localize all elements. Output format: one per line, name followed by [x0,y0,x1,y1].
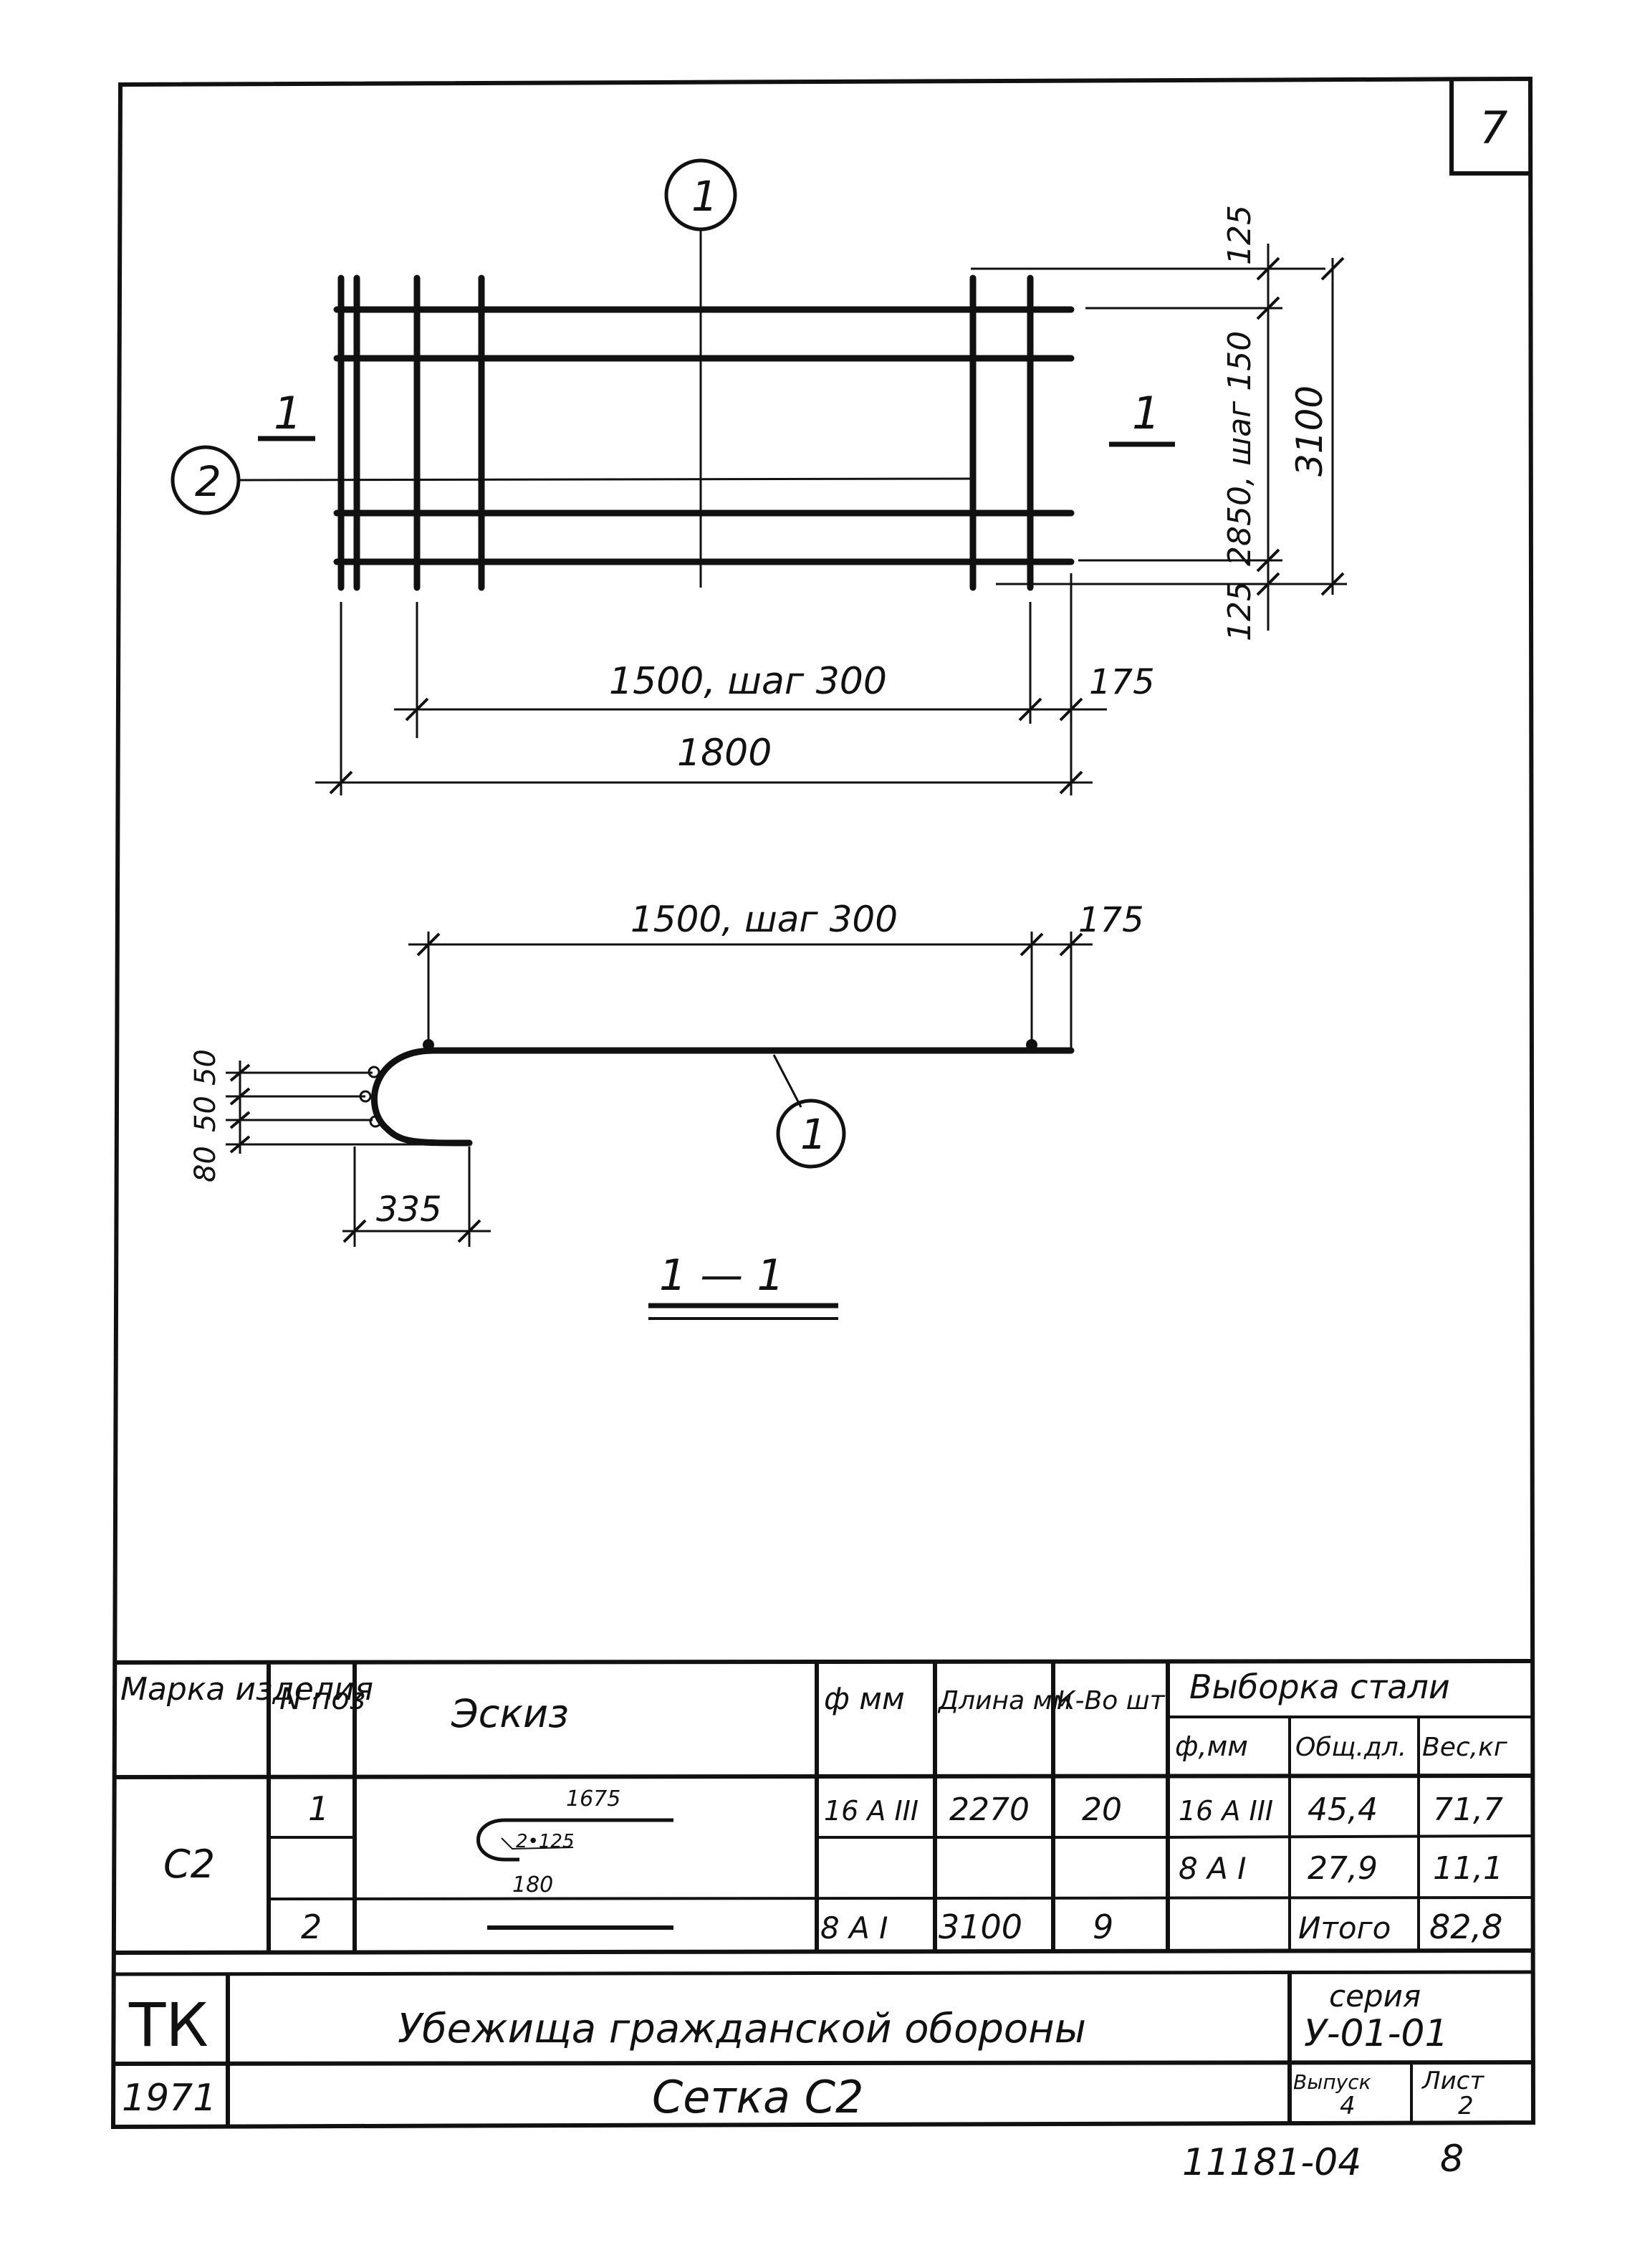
bar-dot [369,1115,382,1128]
header-length: Длина мм [937,1686,1072,1716]
dim-width-spacing: 1500, шаг 300 [609,660,887,703]
cell-length: 3100 [939,1908,1022,1946]
issue-label: Выпуск [1293,2070,1371,2094]
header-steel-weight: Вес,кг [1422,1733,1508,1762]
header-pos: N поз [279,1681,365,1716]
cell-steel-weight: 82,8 [1429,1908,1502,1946]
section-dim-v1: 50 [189,1049,222,1086]
cell-diam: 16 А III [824,1795,918,1827]
header-marka: Марка изделия [120,1671,373,1708]
header-count: К-Во шт. [1057,1686,1173,1716]
year: 1971 [122,2077,216,2120]
corner-number: 7 [1479,102,1507,154]
callout-2-label: 2 [195,457,221,506]
sketch-bent-bar [476,1818,673,1862]
sheet-value: 2 [1458,2092,1474,2120]
section-mark-right: 1 [1132,387,1160,439]
section-mark-left: 1 [274,387,302,439]
spec-table: Марка изделия N поз Эскиз ф мм Длина мм … [114,1659,1534,1976]
section-callout-label: 1 [800,1110,827,1159]
cell-pos: 1 [308,1789,329,1828]
header-sketch: Эскиз [451,1691,569,1736]
cell-count: 9 [1093,1908,1113,1946]
dim-width-end: 175 [1089,662,1155,702]
cell-steel-weight: 11,1 [1433,1850,1503,1887]
issue-value: 4 [1340,2092,1356,2120]
cell-pos: 2 [301,1908,322,1946]
sketch-label-mid: 2•125 [516,1831,575,1852]
dim-top-offset: 125 [1222,205,1258,265]
callout-1-label: 1 [691,172,718,221]
series-value: У-01-01 [1304,2012,1449,2055]
section-dim-spacing: 1500, шаг 300 [630,899,898,940]
section-callout-leader [772,1054,802,1108]
org-code: ТК [128,1990,208,2060]
section-dim-end: 175 [1078,900,1144,940]
cell-steel-weight: 71,7 [1433,1791,1503,1828]
section-view: 1500, шаг 300 175 50 50 80 335 1 1 — 1 [189,899,1144,1320]
dim-bottom-offset: 125 [1222,581,1258,641]
header-steel-group: Выборка стали [1189,1667,1450,1706]
sheet-label: Лист [1421,2067,1484,2095]
cell-length: 2270 [949,1791,1030,1828]
header-steel-total-len: Общ.дл. [1295,1733,1406,1762]
callout-2-leader [238,477,975,482]
cell-steel-len: 27,9 [1308,1850,1378,1887]
cell-steel-len: 45,4 [1308,1791,1378,1828]
dim-width-total: 1800 [677,732,772,775]
section-dim-bottom: 335 [376,1190,442,1230]
plan-view: 1 2 1 1 125 2850, шаг 150 3100 125 [171,158,1347,795]
archive-stamp: 11181-04 [1182,2141,1361,2184]
project-title: Убежища гражданской обороны [398,2006,1086,2052]
section-dim-v2: 50 [189,1096,222,1132]
corner-number-box [1449,80,1532,176]
drawing-title: Сетка С2 [652,2071,863,2123]
cell-steel-diam: 16 А III [1179,1795,1273,1827]
title-block: ТК 1971 Убежища гражданской обороны Сетк… [114,1974,1534,2125]
sheet-frame [110,76,1536,2130]
section-dim-v3: 80 [189,1146,222,1182]
cell-steel-len: Итого [1298,1910,1391,1946]
cell-count: 20 [1082,1791,1122,1828]
cell-steel-diam: 8 А I [1179,1851,1247,1886]
series-label: серия [1329,1978,1421,2014]
archive-stamp-page: 8 [1440,2138,1464,2181]
cell-marka: С2 [163,1842,215,1887]
sketch-label-top: 1675 [566,1786,620,1812]
header-diam: ф мм [824,1681,905,1716]
section-callout-circle [776,1099,846,1169]
dim-height-total: 3100 [1289,386,1330,477]
callout-1-circle [664,158,737,231]
header-steel-diam: ф,мм [1175,1731,1248,1762]
section-title: 1 — 1 [659,1250,785,1301]
cell-diam: 8 А I [820,1910,888,1946]
bent-bar-profile [370,1047,1075,1147]
sketch-label-bottom: 180 [512,1872,553,1898]
dim-height-spacing: 2850, шаг 150 [1222,331,1258,566]
